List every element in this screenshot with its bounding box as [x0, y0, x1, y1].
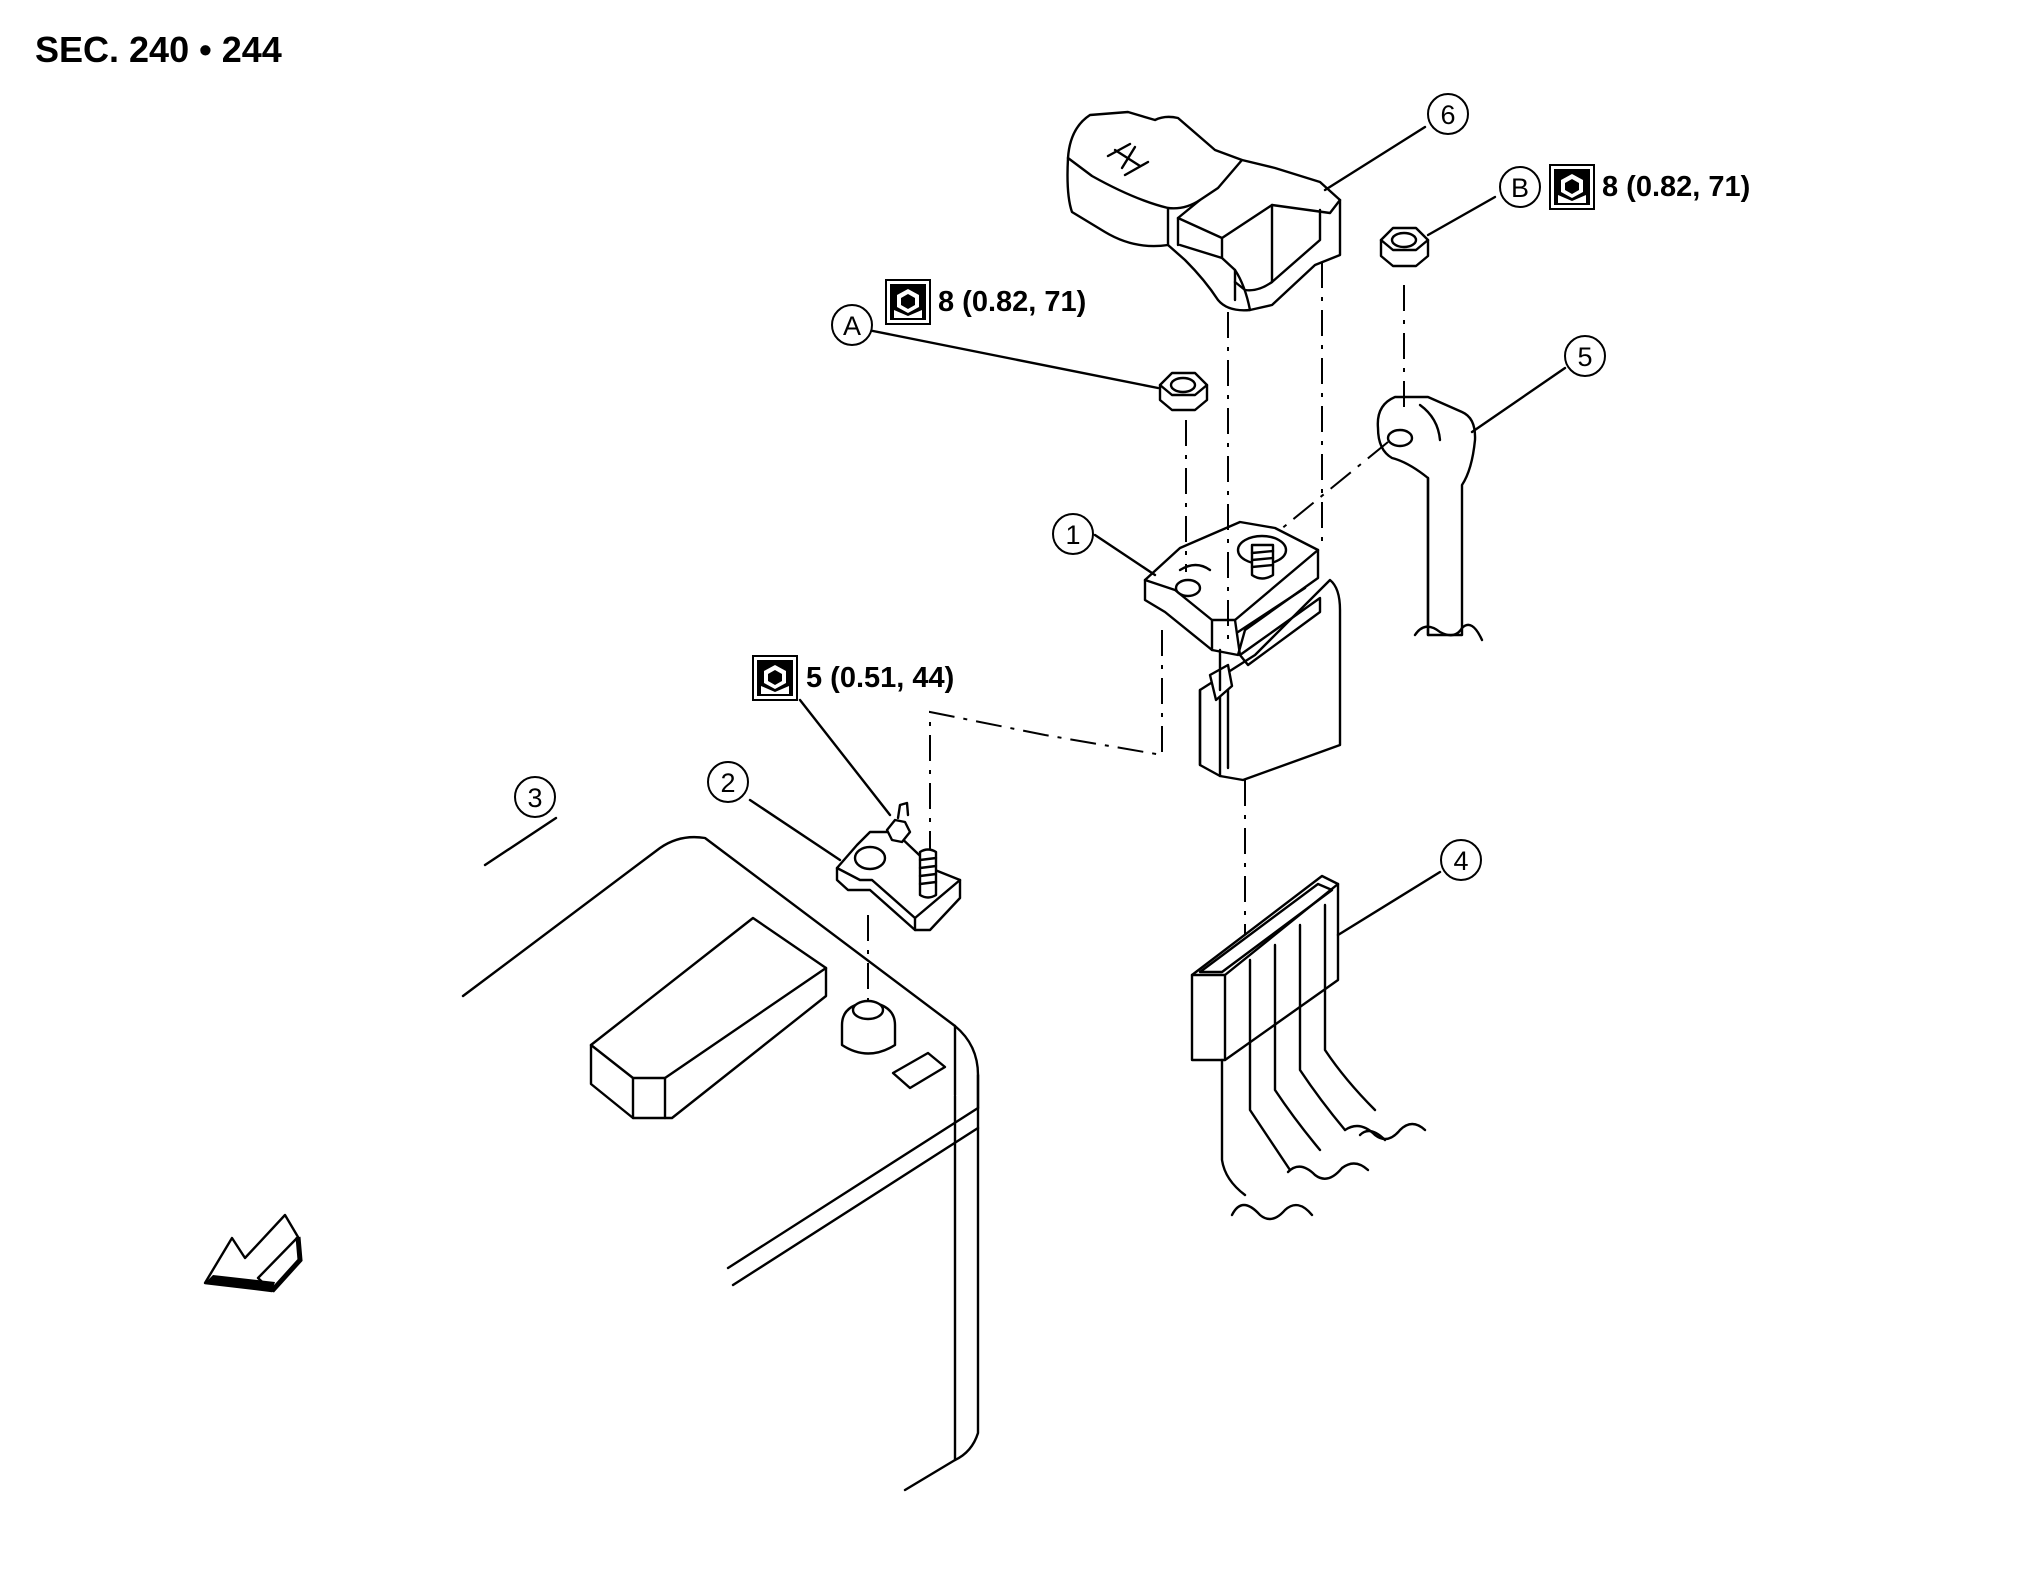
callout-b: B [1499, 166, 1541, 208]
callout-5: 5 [1564, 335, 1606, 377]
svg-text:5 (0.51, 44): 5 (0.51, 44) [806, 662, 954, 694]
torque-spec-a: 8 (0.82, 71) [885, 279, 1086, 325]
callout-3: 3 [514, 776, 556, 818]
callout-6: 6 [1427, 93, 1469, 135]
torque-wrench-icon [752, 655, 798, 701]
svg-text:1: 1 [1065, 520, 1080, 550]
leader-lines [483, 125, 1567, 937]
torque-wrench-icon [885, 279, 931, 325]
nut-a [1158, 371, 1209, 412]
svg-text:5: 5 [1577, 342, 1592, 372]
harness-connector [1190, 874, 1427, 1221]
svg-text:8 (0.82, 71): 8 (0.82, 71) [938, 286, 1086, 318]
svg-text:3: 3 [527, 783, 542, 813]
battery-cable [1376, 395, 1484, 642]
front-direction-arrow-icon [203, 1213, 303, 1293]
battery [461, 835, 980, 1492]
svg-text:B: B [1511, 173, 1529, 203]
section-label: SEC. 240 • 244 [35, 29, 282, 70]
svg-text:4: 4 [1453, 846, 1468, 876]
positive-terminal-cover [1066, 110, 1342, 312]
battery-terminal-clamp [835, 801, 962, 932]
callout-a: A [831, 304, 873, 346]
svg-text:2: 2 [720, 768, 735, 798]
torque-spec-c: 5 (0.51, 44) [752, 655, 954, 701]
alignment-lines [867, 262, 1405, 1000]
callout-1: 1 [1052, 513, 1094, 555]
fusible-link-holder [1143, 520, 1342, 782]
svg-text:A: A [843, 311, 861, 341]
callout-2: 2 [707, 761, 749, 803]
torque-spec-b: 8 (0.82, 71) [1549, 164, 1750, 210]
svg-text:8 (0.82, 71): 8 (0.82, 71) [1602, 171, 1750, 203]
positive-terminal-plus-icon [1106, 142, 1150, 177]
svg-text:6: 6 [1440, 100, 1455, 130]
nut-b [1379, 226, 1430, 268]
callout-4: 4 [1440, 839, 1482, 881]
torque-wrench-icon [1549, 164, 1595, 210]
